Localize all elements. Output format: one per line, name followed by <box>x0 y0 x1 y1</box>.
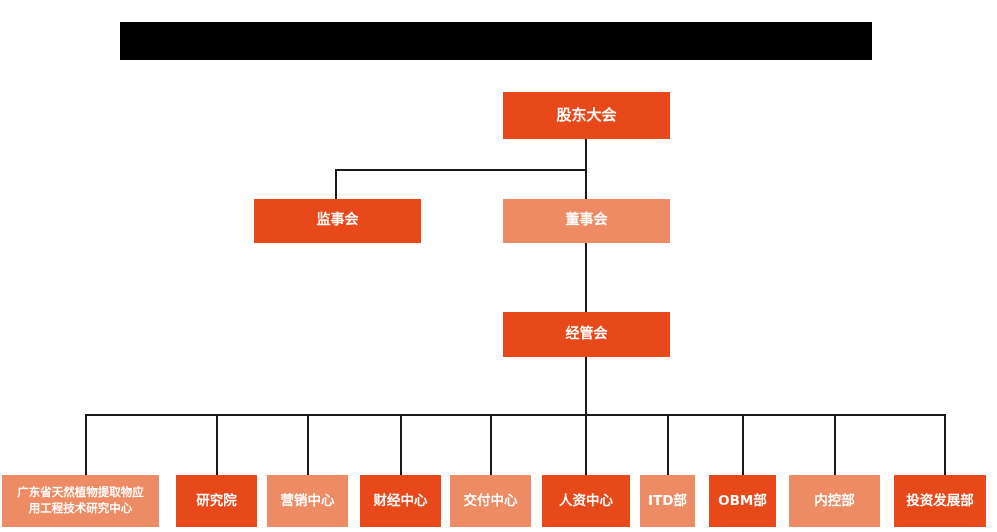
node-label: 交付中心 <box>463 492 518 509</box>
connector-department-bus <box>85 414 945 416</box>
node-obm-department[interactable]: OBM部 <box>709 475 776 527</box>
node-label: 广东省天然植物提取物应 用工程技术研究中心 <box>17 485 144 515</box>
connector-supervisors-down <box>335 169 337 200</box>
node-label: 投资发展部 <box>906 492 974 509</box>
connector-shareholders-down <box>585 138 587 171</box>
node-label: 董事会 <box>565 212 608 229</box>
node-label: 财经中心 <box>373 492 428 509</box>
connector-drop-d9 <box>834 414 836 476</box>
node-board-of-directors[interactable]: 董事会 <box>503 199 670 243</box>
connector-directors-to-management <box>585 242 587 312</box>
connector-management-down <box>585 356 587 416</box>
connector-drop-d4 <box>400 414 402 476</box>
node-marketing-center[interactable]: 营销中心 <box>267 475 348 527</box>
connector-directors-down <box>585 169 587 200</box>
connector-drop-d5 <box>490 414 492 476</box>
node-label: 经管会 <box>565 325 608 342</box>
connector-drop-d10 <box>944 414 946 476</box>
node-label: 内控部 <box>814 492 855 509</box>
connector-level2-bus <box>335 169 587 171</box>
node-internal-control-department[interactable]: 内控部 <box>789 475 880 527</box>
node-itd-department[interactable]: ITD部 <box>640 475 695 527</box>
connector-drop-d1 <box>85 414 87 476</box>
node-label: 监事会 <box>316 212 359 229</box>
node-finance-center[interactable]: 财经中心 <box>360 475 441 527</box>
node-label: 人资中心 <box>559 492 613 509</box>
connector-drop-d2 <box>216 414 218 476</box>
connector-drop-d8 <box>742 414 744 476</box>
node-label: 研究院 <box>196 492 237 509</box>
node-delivery-center[interactable]: 交付中心 <box>450 475 531 527</box>
node-investment-development-department[interactable]: 投资发展部 <box>894 475 986 527</box>
node-research-institute[interactable]: 研究院 <box>176 475 257 527</box>
node-label: OBM部 <box>718 492 767 509</box>
redacted-title-bar <box>120 22 872 60</box>
node-label: 营销中心 <box>280 492 335 509</box>
node-label: ITD部 <box>648 492 687 509</box>
node-board-of-supervisors[interactable]: 监事会 <box>254 199 421 243</box>
connector-drop-d6 <box>585 414 587 476</box>
node-hr-center[interactable]: 人资中心 <box>542 475 630 527</box>
connector-drop-d7 <box>667 414 669 476</box>
node-management-committee[interactable]: 经管会 <box>503 312 670 357</box>
node-guangdong-research-center[interactable]: 广东省天然植物提取物应 用工程技术研究中心 <box>2 475 159 527</box>
node-shareholders-meeting[interactable]: 股东大会 <box>503 92 670 139</box>
connector-drop-d3 <box>307 414 309 476</box>
node-label: 股东大会 <box>556 106 617 125</box>
